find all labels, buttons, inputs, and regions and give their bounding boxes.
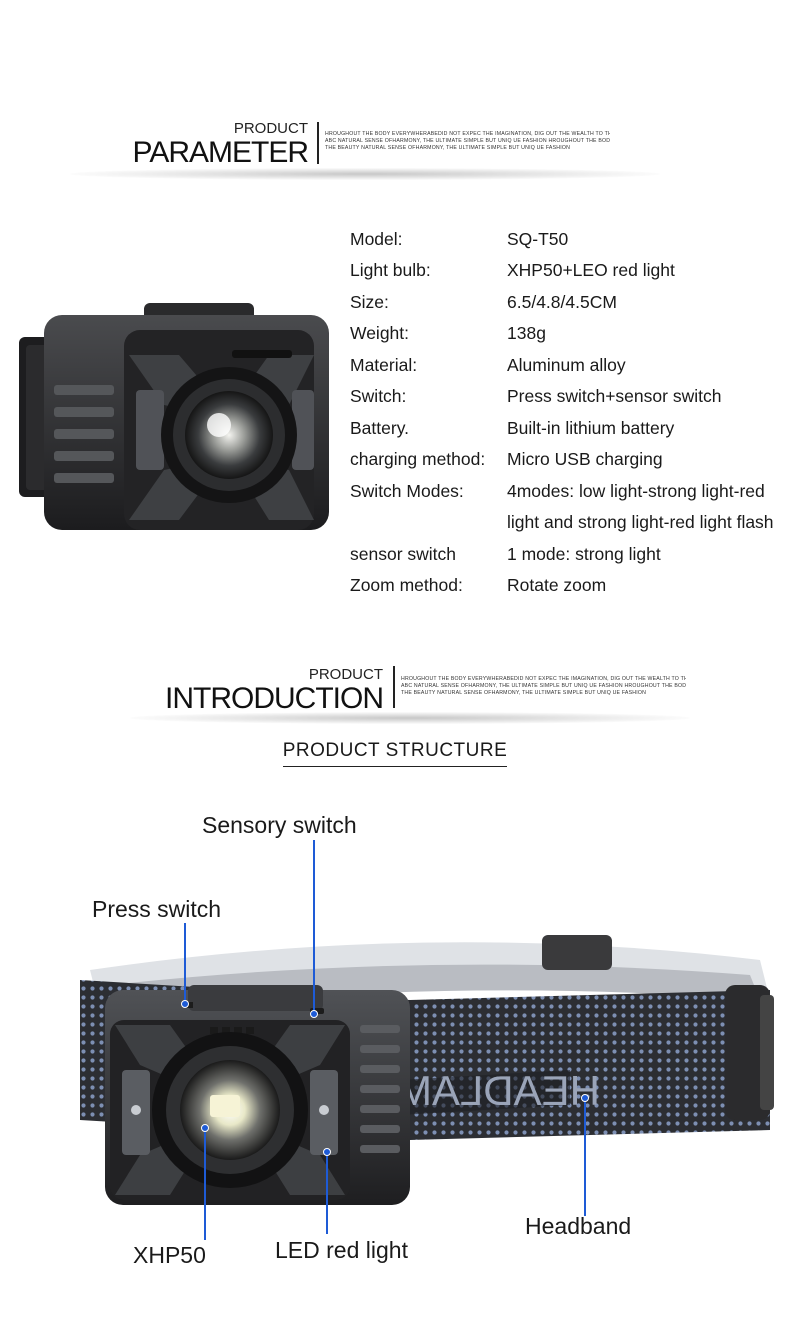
spec-value: 1 mode: strong light [507, 544, 661, 564]
parameter-header-divider [317, 122, 319, 164]
spec-label: Size: [350, 292, 389, 312]
spec-label: Switch: [350, 386, 407, 406]
leader-dot-led-red-light [323, 1148, 331, 1156]
callout-sensory-switch: Sensory switch [202, 812, 357, 838]
callout-led-red-light: LED red light [275, 1237, 408, 1263]
parameter-header-small: PRODUCT [233, 120, 308, 137]
spec-label: Model: [350, 229, 403, 249]
headlamp-product-image [19, 303, 329, 530]
leader-dot-headband [581, 1094, 589, 1102]
introduction-header-small: PRODUCT [308, 666, 383, 683]
parameter-header: PRODUCT PARAMETER [100, 120, 309, 190]
leader-dot-sensory-switch [310, 1010, 318, 1018]
spec-label: Switch Modes: [350, 481, 464, 501]
structure-title: PRODUCT STRUCTURE [0, 740, 790, 767]
spec-value: light and strong light-red light flash [507, 512, 774, 532]
spec-label: sensor switch [350, 544, 457, 564]
spec-label: Weight: [350, 323, 410, 343]
introduction-header-divider [393, 666, 395, 708]
introduction-header-title: INTRODUCTION [165, 682, 384, 715]
spec-value: Press switch+sensor switch [507, 386, 722, 406]
spec-value: Rotate zoom [507, 575, 607, 595]
spec-label: Battery. [350, 418, 410, 438]
leader-led-red-light [326, 1152, 328, 1234]
spec-value: Micro USB charging [507, 449, 663, 469]
spec-value: Aluminum alloy [507, 355, 626, 375]
parameter-header-note: HROUGHOUT THE BODY EVERYWHERABEDID NOT E… [325, 131, 610, 152]
introduction-header: PRODUCT INTRODUCTION [150, 666, 384, 736]
leader-xhp50 [204, 1128, 206, 1240]
spec-value: 138g [507, 323, 546, 343]
callout-headband: Headband [525, 1213, 632, 1239]
leader-sensory-switch [313, 840, 315, 1015]
spec-label: Light bulb: [350, 260, 431, 280]
parameter-header-title: PARAMETER [132, 136, 309, 169]
callout-xhp50: XHP50 [133, 1242, 206, 1268]
leader-dot-xhp50 [201, 1124, 209, 1132]
leader-dot-press-switch [181, 1000, 189, 1008]
spec-value: SQ-T50 [507, 229, 569, 249]
header-shadow [130, 712, 690, 724]
callout-press-switch: Press switch [92, 896, 222, 922]
spec-value: 4modes: low light-strong light-red [507, 481, 765, 501]
spec-label: Material: [350, 355, 418, 375]
leader-headband [584, 1098, 586, 1216]
header-shadow [70, 168, 660, 180]
spec-label: Zoom method: [350, 575, 463, 595]
spec-value: XHP50+LEO red light [507, 260, 675, 280]
headlamp-with-headband-image: HEADLAMP [80, 935, 774, 1205]
spec-value: Built-in lithium battery [507, 418, 675, 438]
spec-label: charging method: [350, 449, 486, 469]
leader-press-switch [184, 923, 186, 1005]
spec-value: 6.5/4.8/4.5CM [507, 292, 617, 312]
introduction-header-note: HROUGHOUT THE BODY EVERYWHERABEDID NOT E… [401, 676, 686, 697]
